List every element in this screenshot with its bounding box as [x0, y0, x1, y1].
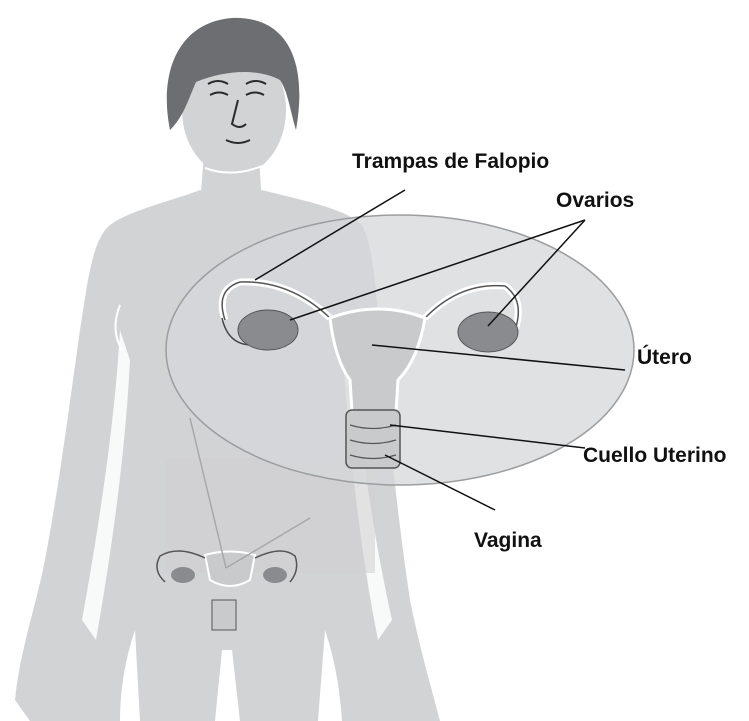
small-ovary-left: [171, 567, 195, 583]
label-vagina: Vagina: [474, 529, 542, 552]
label-cervix: Cuello Uterino: [583, 444, 727, 467]
cervix: [346, 410, 400, 468]
ovary-right: [458, 312, 518, 352]
magnified-view: [166, 215, 634, 485]
label-ovaries: Ovarios: [556, 189, 634, 212]
label-fallopian-tubes: Trampas de Falopio: [352, 150, 549, 173]
small-cervix: [212, 600, 236, 630]
small-uterus: [205, 552, 255, 587]
small-ovary-right: [263, 567, 287, 583]
label-uterus: Útero: [637, 345, 692, 369]
ovary-left: [238, 310, 298, 350]
